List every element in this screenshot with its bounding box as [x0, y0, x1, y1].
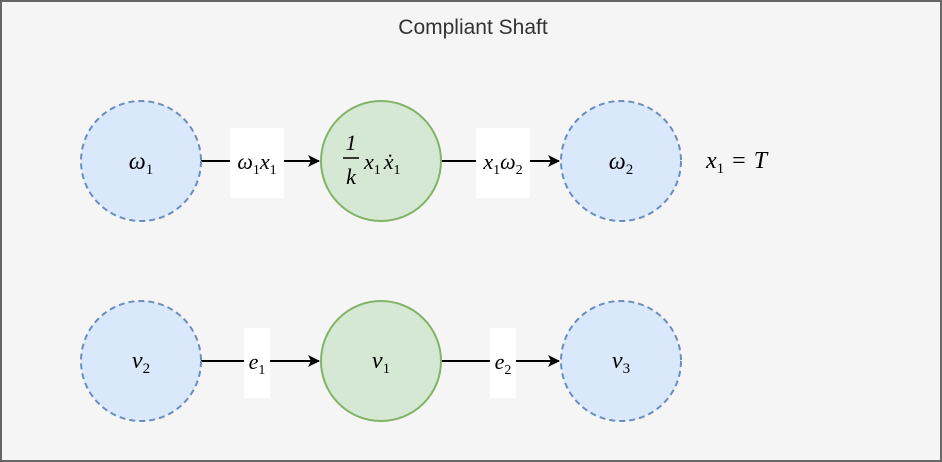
- diagram-title: Compliant Shaft: [398, 16, 548, 39]
- edge-label-bg-top-right: [476, 128, 530, 198]
- edge-label-bottom-left: e1: [249, 349, 266, 378]
- node-center-top[interactable]: [320, 100, 442, 222]
- node-v1[interactable]: [320, 300, 442, 422]
- node-v3-label: v3: [612, 348, 630, 377]
- edge-label-bg-bottom-left: [244, 328, 270, 398]
- node-v2-label: v2: [132, 348, 150, 377]
- node-omega2[interactable]: [560, 100, 682, 222]
- node-v1-label: v1: [372, 348, 390, 377]
- node-v2[interactable]: [80, 300, 202, 422]
- edge-label-top-left: ω1x1: [237, 149, 276, 178]
- edge-label-bg-top-left: [230, 128, 284, 198]
- edge-label-bottom-right: e2: [495, 349, 512, 378]
- node-omega2-label: ω2: [609, 149, 633, 178]
- equation-label: x1=T: [705, 148, 769, 177]
- fraction-denominator: k: [346, 164, 357, 189]
- fraction-numerator: 1: [346, 130, 357, 155]
- edge-label-bg-bottom-right: [490, 328, 516, 398]
- node-omega1[interactable]: [80, 100, 202, 222]
- edge-label-top-right: x1ω2: [482, 149, 522, 178]
- node-v3[interactable]: [560, 300, 682, 422]
- node-omega1-label: ω1: [129, 149, 153, 178]
